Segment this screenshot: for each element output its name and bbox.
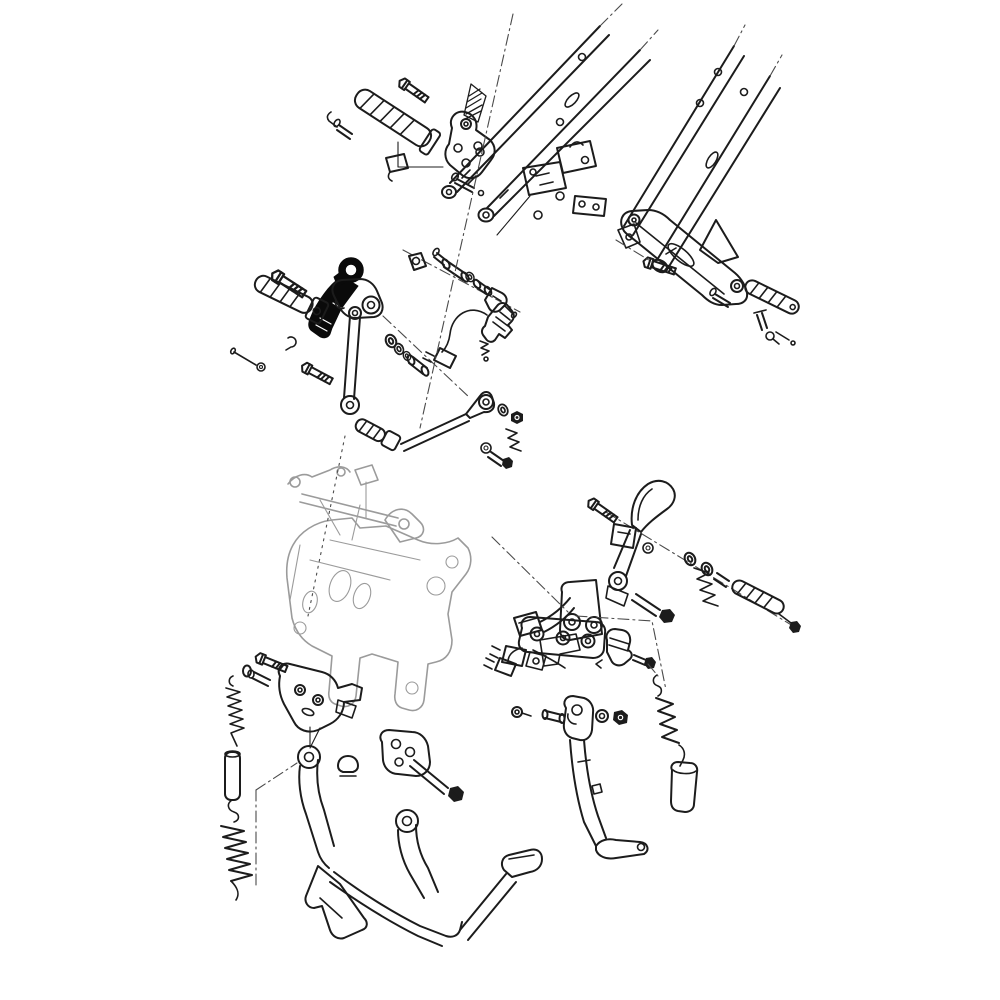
- footpeg-rubber: [731, 579, 785, 615]
- rear-frame-rails: [441, 3, 783, 274]
- side-stand-bracket-switch: [483, 616, 656, 724]
- gear-position-switch: [422, 302, 515, 369]
- footpeg-rubber: [353, 88, 442, 156]
- leader-lines: [255, 13, 667, 889]
- center-stand-springs: [220, 675, 253, 901]
- side-stand: [562, 695, 649, 860]
- engine-lower-frame: [285, 464, 472, 712]
- side-stand-spring: [652, 674, 699, 813]
- rider-footrest-left: [229, 267, 330, 372]
- footpeg-rubber: [744, 279, 800, 315]
- rider-footrest-right-hanger: [584, 479, 801, 633]
- highlighted-shift-lever-bracket: [308, 257, 364, 339]
- frame-cross-brackets: [453, 140, 607, 236]
- brake-pedal: [489, 579, 603, 669]
- stand-stopper-bracket: [242, 650, 363, 749]
- gearshift-pedal-linkage: [298, 278, 523, 469]
- center-stand: [297, 729, 543, 947]
- pillion-footrest-right: [620, 209, 800, 346]
- shift-rod-joints: [402, 247, 521, 319]
- pillion-footrest-left: [326, 75, 496, 197]
- shift-pedal-rubber: [354, 418, 402, 452]
